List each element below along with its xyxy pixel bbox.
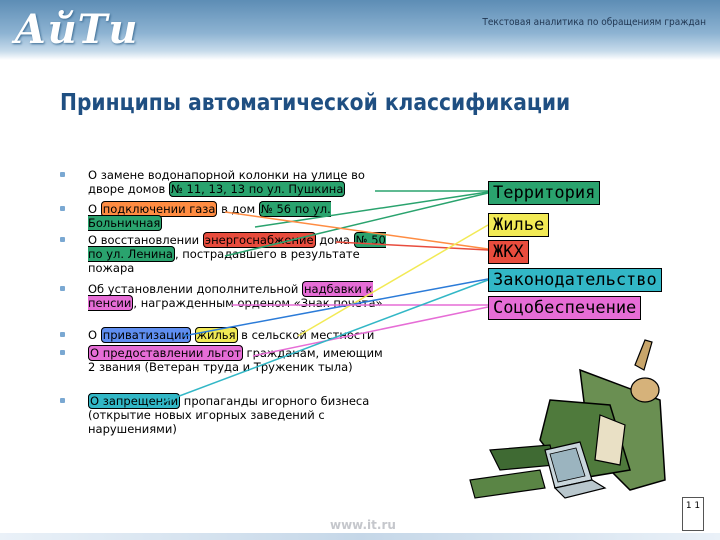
bullet-icon (60, 398, 65, 403)
category-legislation: Законодательство (488, 268, 662, 292)
category-territory: Территория (488, 181, 601, 205)
highlight-benefits: О предоставлении льгот (88, 345, 243, 361)
bullet-icon (60, 286, 65, 291)
footer-bar (0, 533, 720, 540)
person-with-laptop-illustration (469, 339, 666, 499)
highlight-gas: подключении газа (100, 201, 218, 217)
connector-line (224, 192, 489, 257)
bullet-text: , награжденным орденом «Знак почета» (133, 296, 383, 310)
bullet-item: О замене водонапорной колонки на улице в… (60, 168, 390, 197)
bullet-list: О замене водонапорной колонки на улице в… (60, 168, 390, 438)
category-housing: Жилье (488, 213, 550, 237)
bullet-text: , пострадавшего в результате пожара (88, 247, 360, 275)
bullet-item: О запрещении пропаганды игорного бизнеса… (60, 393, 390, 438)
header-caption: Текстовая аналитика по обращениям гражда… (482, 17, 706, 28)
bullet-text: дома (315, 233, 354, 247)
bullet-icon (60, 332, 65, 337)
header-banner: АйТи Текстовая аналитика по обращениям г… (0, 0, 720, 60)
page-number: 1 1 (682, 497, 704, 531)
bullet-text: в сельской местности (237, 328, 375, 342)
connector-line (335, 241, 489, 251)
bullet-item: Об установлении дополнительной надбавки … (60, 281, 390, 326)
bullet-text: О (88, 328, 101, 342)
connector-line (224, 211, 489, 250)
connector-line (252, 306, 489, 357)
bullet-item: О подключении газа в дом № 56 по ул. Бол… (60, 201, 390, 232)
company-logo: АйТи (14, 6, 139, 53)
bullet-icon (60, 350, 65, 355)
category-social-security: Соцобеспечение (488, 296, 642, 320)
bullet-icon (60, 237, 65, 242)
highlight-address: № 11, 13, 13 по ул. Пушкина (168, 181, 346, 197)
bullet-text: Об установлении дополнительной (88, 282, 303, 296)
highlight-energy: энергоснабжение (202, 232, 316, 248)
connector-line (157, 279, 489, 405)
footer-url: www.it.ru (330, 518, 396, 532)
bullet-text: О восстановлении (88, 233, 203, 247)
category-utilities: ЖКХ (488, 240, 529, 264)
connector-line (182, 278, 489, 337)
slide-title: Принципы автоматической классификации (60, 90, 571, 116)
bullet-icon (60, 206, 65, 211)
bullet-text: О замене водонапорной колонки на улице в… (88, 168, 365, 196)
bullet-icon (60, 172, 65, 177)
bullet-text: пропаганды игорного бизнеса (открытие но… (88, 394, 370, 436)
highlight-privatization: приватизации (100, 327, 191, 343)
bullet-text: О (88, 202, 101, 216)
connector-line (297, 224, 489, 337)
highlight-ban: О запрещении (88, 393, 181, 409)
bullet-item: О восстановлении энергоснабжение дома № … (60, 232, 390, 277)
